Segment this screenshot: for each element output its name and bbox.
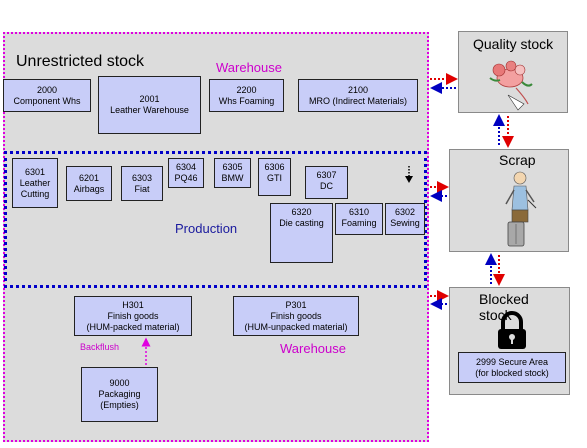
warehouse-code: 2100 (347, 84, 368, 95)
production-6304[interactable]: 6304 PQ46 (168, 158, 204, 188)
unit-name: GTI (267, 173, 282, 183)
unit-code: 6307 (316, 170, 337, 180)
warehouse-label-bottom: Warehouse (280, 341, 346, 356)
unit-name: Foaming (341, 218, 377, 228)
warehouse-code: 2200 (236, 84, 257, 95)
unit-code: 6201 (78, 172, 99, 183)
unit-name: Airbags (73, 183, 105, 194)
warehouse-code: P301 (285, 299, 307, 310)
scrap-title: Scrap (499, 152, 536, 168)
padlock-icon (498, 311, 526, 349)
area-name: Secure Area (for blocked stock) (475, 356, 549, 378)
flower-bouquet-icon (489, 60, 533, 111)
person-scrap-icon (505, 171, 537, 247)
warehouse-name: Packaging (Empties) (98, 389, 141, 410)
warehouse-name: Component Whs (13, 95, 81, 106)
unit-code: 6320 (291, 207, 312, 217)
warehouse-code: 9000 (109, 378, 130, 388)
production-6303[interactable]: 6303 Fiat (121, 166, 163, 201)
unit-code: 6301 (24, 166, 46, 177)
production-6201[interactable]: 6201 Airbags (66, 166, 112, 201)
unit-name: PQ46 (174, 173, 198, 183)
warehouse-name: MRO (Indirect Materials) (308, 95, 407, 106)
side-vertical-arrows (485, 114, 514, 286)
warehouse-2000[interactable]: 2000 Component Whs (3, 79, 91, 112)
warehouse-label-top: Warehouse (216, 60, 282, 75)
unit-name: Die casting (279, 218, 324, 228)
warehouse-code: 2000 (36, 84, 58, 95)
production-6306[interactable]: 6306 GTI (258, 158, 291, 196)
production-6302[interactable]: 6302 Sewing (385, 203, 425, 235)
warehouse-name: Leather Warehouse (110, 105, 189, 115)
area-code: 2999 (475, 356, 496, 367)
production-label: Production (175, 221, 238, 236)
unrestricted-stock-title: Unrestricted stock (16, 53, 145, 70)
production-6301[interactable]: 6301 Leather Cutting (12, 158, 58, 208)
unit-code: 6310 (348, 207, 369, 217)
scrap-arrows (430, 181, 449, 202)
small-down-arrow (405, 166, 413, 183)
warehouse-2200[interactable]: 2200 Whs Foaming (209, 79, 284, 112)
quality-stock-title: Quality stock (473, 36, 554, 52)
production-panel (4, 151, 427, 288)
warehouse-name: Whs Foaming (218, 95, 275, 106)
warehouse-2001[interactable]: 2001 Leather Warehouse (98, 76, 201, 134)
unit-name: DC (320, 181, 333, 191)
production-6307[interactable]: 6307 DC (305, 166, 348, 199)
warehouse-9000[interactable]: 9000 Packaging (Empties) (81, 367, 158, 422)
unit-code: 6303 (131, 172, 153, 183)
unit-code: 6304 (175, 162, 196, 172)
quality-arrows (430, 73, 458, 94)
unit-name: Leather Cutting (19, 177, 51, 199)
warehouse-name: Finish goods (HUM-packed material) (86, 310, 180, 332)
production-6305[interactable]: 6305 BMW (214, 158, 251, 188)
warehouse-h301[interactable]: H301 Finish goods (HUM-packed material) (74, 296, 192, 336)
warehouse-code: H301 (122, 299, 144, 310)
blocked-arrows (430, 290, 449, 310)
warehouse-name: Finish goods (HUM-unpacked material) (244, 310, 348, 332)
unit-code: 6305 (222, 162, 243, 172)
secure-area-2999[interactable]: 2999 Secure Area (for blocked stock) (458, 352, 566, 383)
unit-name: Fiat (134, 183, 150, 194)
warehouse-2100[interactable]: 2100 MRO (Indirect Materials) (298, 79, 418, 112)
production-6310[interactable]: 6310 Foaming (335, 203, 383, 235)
backflush-label: Backflush (80, 342, 120, 352)
warehouse-p301[interactable]: P301 Finish goods (HUM-unpacked material… (233, 296, 359, 336)
unit-name: BMW (221, 173, 244, 183)
production-6320[interactable]: 6320 Die casting (270, 203, 333, 263)
warehouse-code: 2001 (139, 94, 160, 104)
unit-code: 6302 (394, 207, 416, 217)
unit-code: 6306 (264, 162, 285, 172)
unit-name: Sewing (390, 218, 420, 228)
